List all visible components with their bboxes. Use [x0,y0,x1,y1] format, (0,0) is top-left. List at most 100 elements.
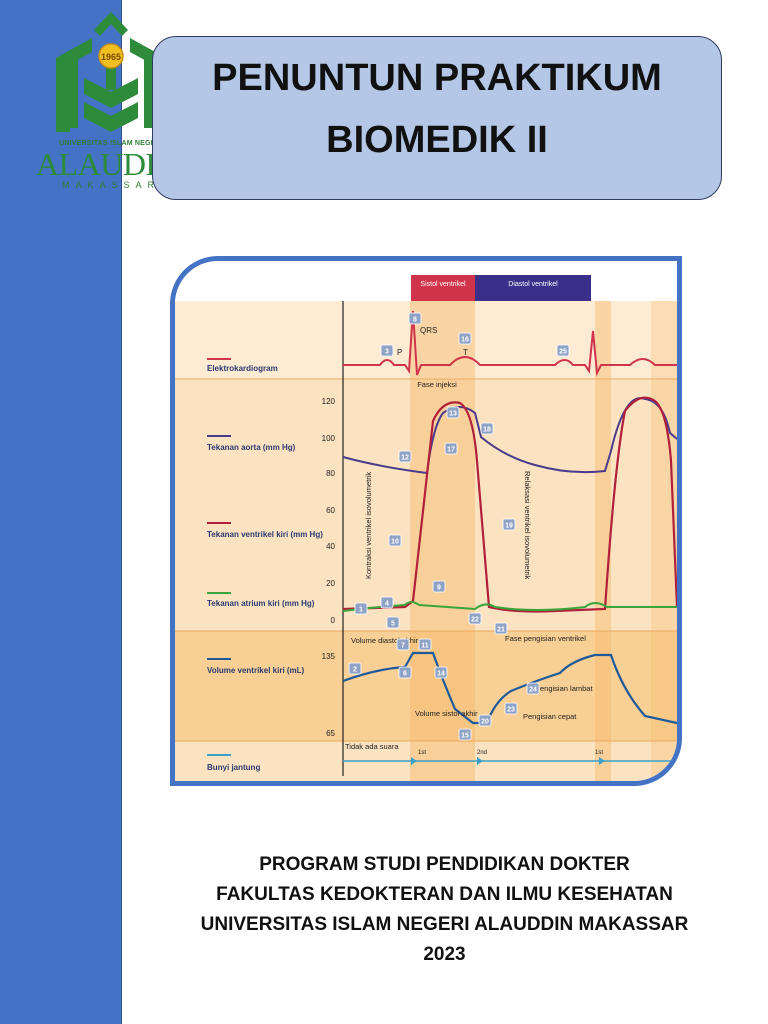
marker-18: 18 [480,422,494,435]
svg-text:3: 3 [385,349,389,356]
svg-text:20: 20 [481,719,489,726]
marker-1: 1 [354,602,368,615]
svg-text:10: 10 [391,539,399,546]
marker-19: 19 [502,518,516,531]
title-line-1: PENUNTUN PRAKTIKUM [212,57,662,99]
tick-40: 40 [326,542,335,551]
svg-text:11: 11 [421,643,429,650]
ventricle-pressure-trace [342,396,677,613]
marker-5: 5 [386,616,400,629]
marker-15: 15 [458,728,472,741]
marker-13: 13 [446,406,460,419]
diastole-phase-bar [475,275,591,301]
svg-text:12: 12 [401,455,409,462]
svg-text:23: 23 [507,707,515,714]
annotation-esv: Volume sistol akhir [415,709,478,718]
marker-22: 22 [468,612,482,625]
annotation-s1b: 1st [595,750,603,756]
marker-3: 3 [380,344,394,357]
marker-4: 4 [380,596,394,609]
marker-20: 20 [478,714,492,727]
footer-faculty: FAKULTAS KEDOKTERAN DAN ILMU KESEHATAN [216,884,673,905]
annotation-filling: Fase pengisian ventrikel [505,634,586,643]
svg-text:25: 25 [559,349,567,356]
label-aorta: Tekanan aorta (mm Hg) [207,443,296,452]
footer-year: 2023 [423,944,466,965]
label-ventricle: Tekanan ventrikel kiri (mm Hg) [207,530,323,539]
svg-text:18: 18 [483,427,491,434]
marker-10: 10 [388,534,402,547]
annotation-fast-fill: Pengisian cepat [523,712,577,721]
svg-text:22: 22 [471,617,479,624]
svg-text:15: 15 [461,733,469,740]
tick-120: 120 [322,397,336,406]
annotation-iso-contraction: Kontraksi ventrikel isovolumetrik [364,472,373,579]
marker-layer: 1234567891011121314151617181920212223242… [348,312,570,741]
svg-text:1: 1 [359,607,363,614]
title-box: PENUNTUN PRAKTIKUM BIOMEDIK II [152,36,722,200]
ecg-qrs: QRS [420,326,437,335]
svg-text:16: 16 [461,337,469,344]
svg-text:9: 9 [437,585,441,592]
marker-8: 8 [408,312,422,325]
marker-21: 21 [494,622,508,635]
marker-2: 2 [348,662,362,675]
marker-11: 11 [418,638,432,651]
svg-text:24: 24 [529,687,537,694]
side-bar [0,0,122,1024]
ecg-t: T [463,348,468,357]
footer-university: UNIVERSITAS ISLAM NEGERI ALAUDDIN MAKASS… [200,914,689,935]
logo-city: MAKASSAR [61,180,160,190]
tick-100: 100 [322,434,336,443]
marker-6: 6 [398,666,412,679]
atrium-pressure-trace [342,601,677,612]
svg-text:2: 2 [353,667,357,674]
label-volume: Volume ventrikel kiri (mL) [207,666,305,675]
svg-text:19: 19 [505,523,513,530]
logo-top-text: UNIVERSITAS ISLAM NEGERI [59,140,163,147]
marker-7: 7 [396,638,410,651]
tick-60: 60 [326,506,335,515]
tick-135: 135 [322,652,336,661]
annotation-iso-relaxation: Relaksasi ventrikel isovolumetrik [523,471,532,580]
annotation-s2: 2nd [477,750,487,756]
marker-24: 24 [526,682,540,695]
marker-17: 17 [444,442,458,455]
logo-year: 1965 [101,52,121,62]
systole-label: Sistol ventrikel [420,281,466,288]
svg-text:17: 17 [447,447,455,454]
marker-23: 23 [504,702,518,715]
label-sound: Bunyi jantung [207,763,260,772]
cardiac-diagram: Sistol ventrikel Diastol ventrikel Elekt… [175,261,677,781]
svg-text:5: 5 [391,621,395,628]
systole-phase-bar [411,275,475,301]
marker-14: 14 [434,666,448,679]
university-logo: 1965 UNIVERSITAS ISLAM NEGERI ALAUDDIN M… [36,8,201,198]
cardiac-cycle-figure: Sistol ventrikel Diastol ventrikel Elekt… [170,256,682,786]
title-line-2: BIOMEDIK II [326,119,548,161]
svg-text:6: 6 [403,671,407,678]
tick-65: 65 [326,729,335,738]
annotation-no-sound: Tidak ada suara [345,742,399,751]
annotation-s1: 1st [418,750,426,756]
volume-trace [342,651,677,725]
tick-20: 20 [326,579,335,588]
svg-text:4: 4 [385,601,389,608]
annotation-slow-fill: Pengisian lambat [535,684,593,693]
marker-16: 16 [458,332,472,345]
annotation-edv: Volume diastol akhir [351,636,419,645]
marker-25: 25 [556,344,570,357]
svg-text:21: 21 [497,627,505,634]
ecg-p: P [397,348,402,357]
ecg-trace [343,310,677,377]
svg-text:8: 8 [413,317,417,324]
svg-text:14: 14 [437,671,445,678]
svg-text:7: 7 [401,643,405,650]
tick-80: 80 [326,469,335,478]
footer-program: PROGRAM STUDI PENDIDIKAN DOKTER [259,854,630,875]
tick-0: 0 [331,616,336,625]
label-atrium: Tekanan atrium kiri (mm Hg) [207,599,315,608]
label-ecg: Elektrokardiogram [207,364,278,373]
diastole-label: Diastol ventrikel [508,281,558,288]
marker-12: 12 [398,450,412,463]
